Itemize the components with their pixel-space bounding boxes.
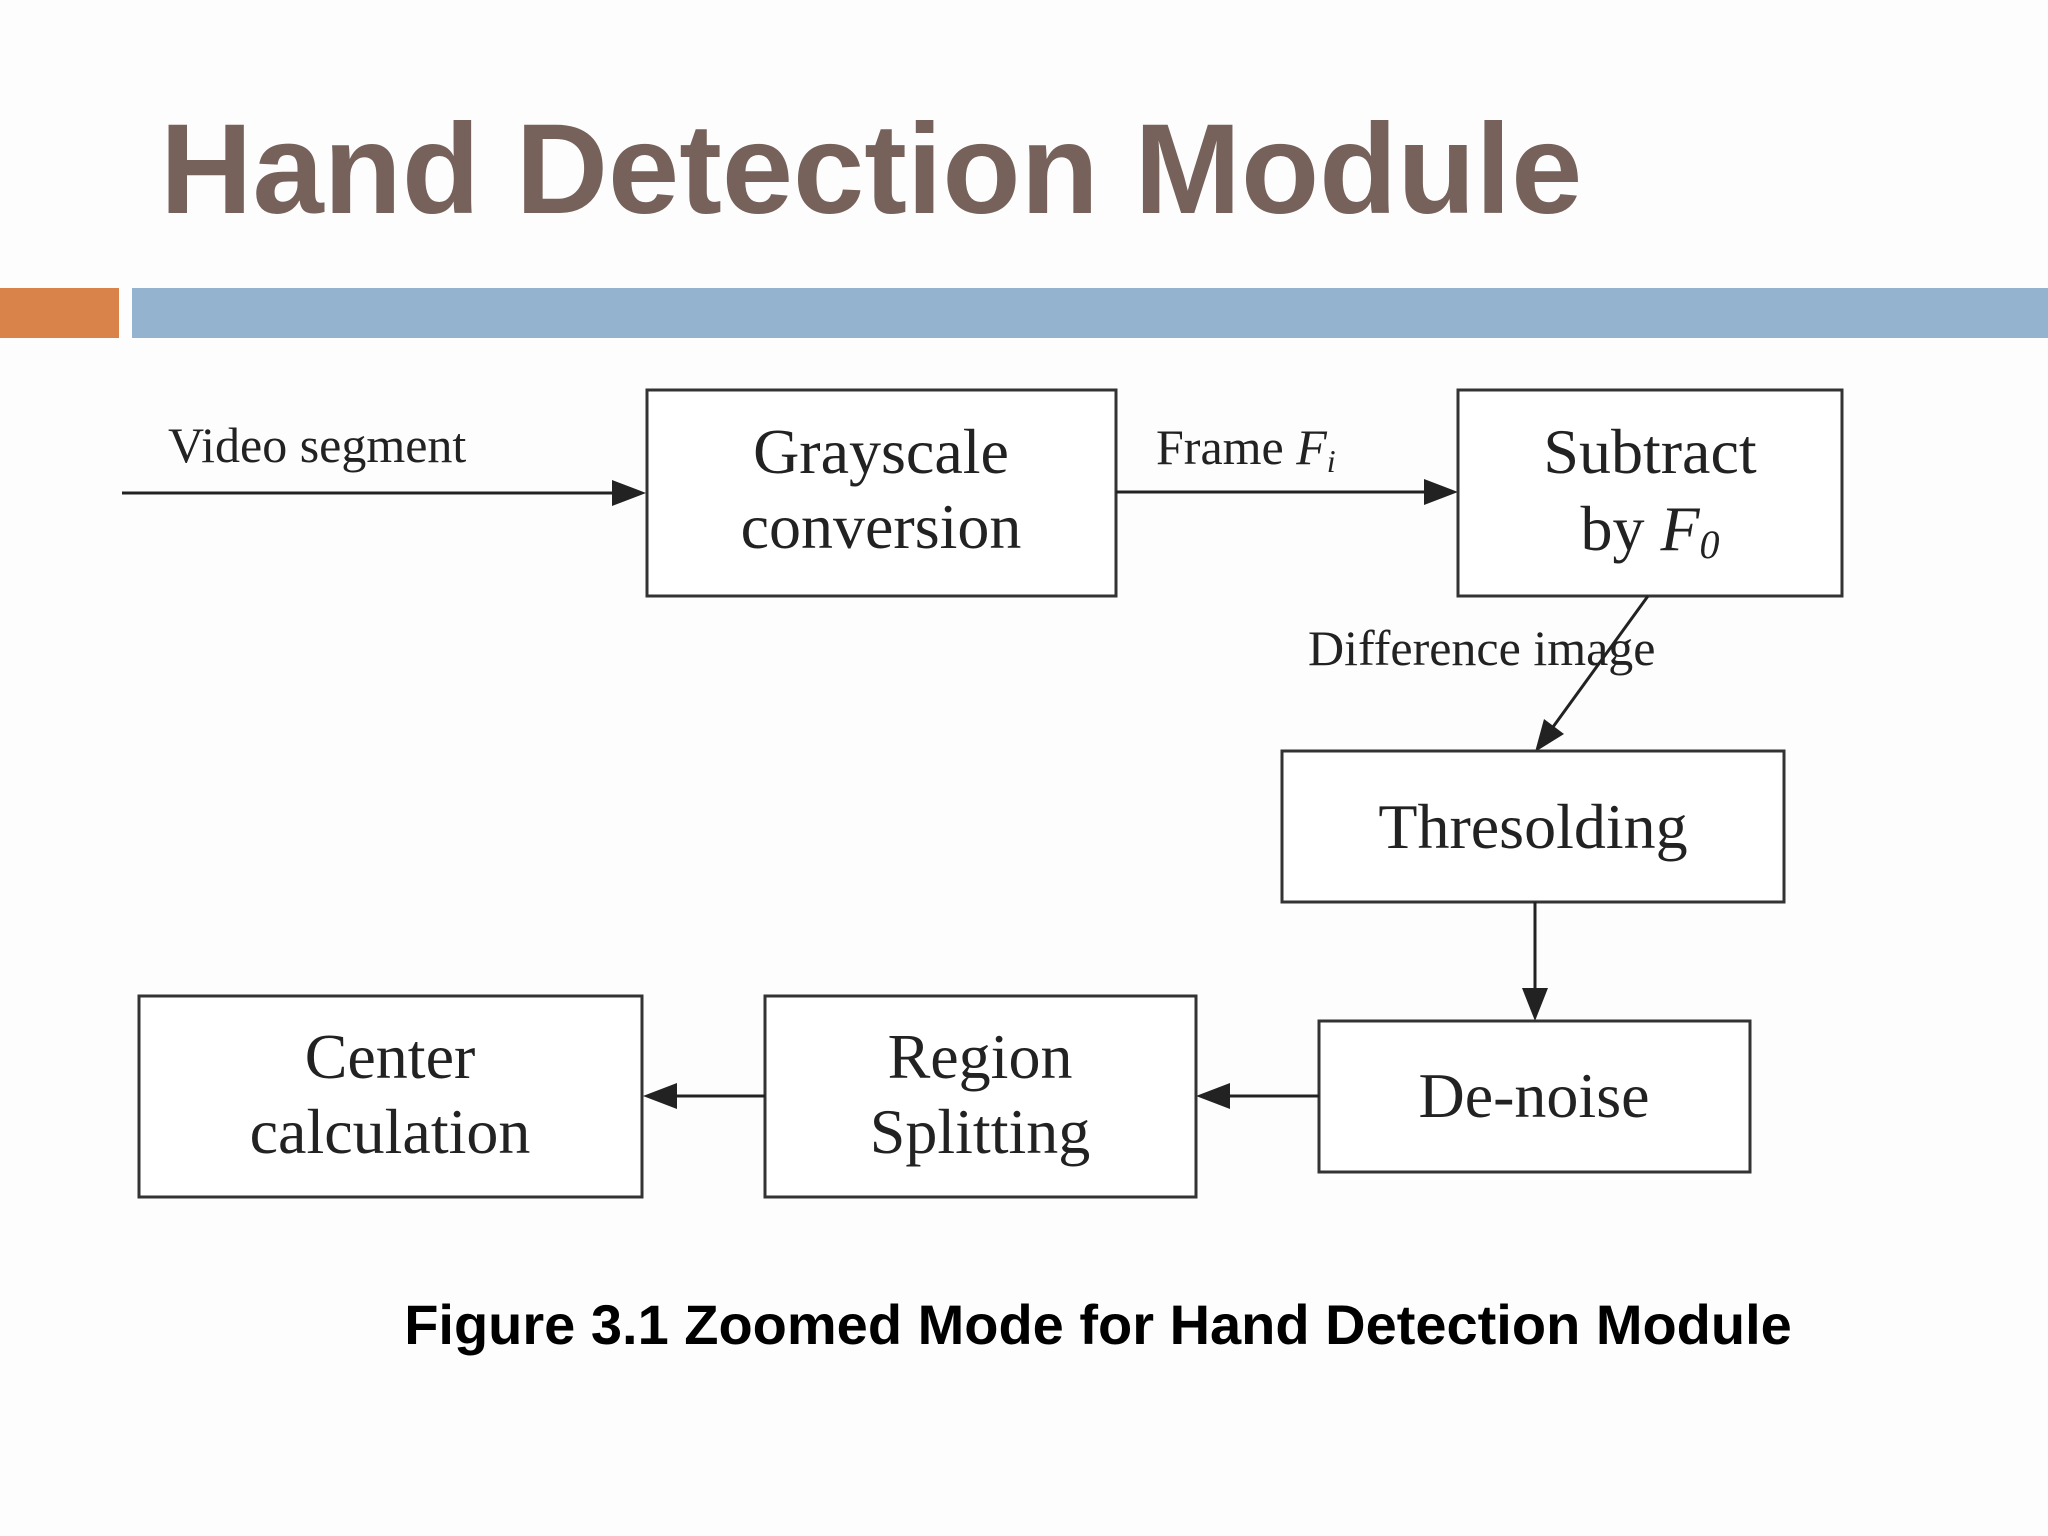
node-label-line2-sub: 0 [1700,522,1720,567]
node-label-line2: calculation [250,1096,531,1167]
node-label-line2: conversion [741,491,1022,562]
node-label-line1: Center [305,1021,476,1092]
edge-frame-fi: Frame Fi [1116,419,1458,505]
node-label-line2: Splitting [870,1096,1091,1167]
accent-bar-blue [132,288,2048,338]
node-label-line1: Grayscale [753,416,1009,487]
edge-label-video-segment: Video segment [168,417,466,473]
node-label-line2: by F0 [1580,493,1719,567]
slide-title: Hand Detection Module [160,98,1583,241]
edge-region-to-center [643,1083,765,1109]
node-label: Thresolding [1378,791,1687,862]
node-label-line2-prefix: by [1580,493,1660,564]
node-grayscale-conversion: Grayscale conversion [645,388,1118,598]
edge-label-frame-var: F [1295,419,1327,475]
edge-denoise-to-region [1196,1083,1319,1109]
node-region-splitting: Region Splitting [763,994,1198,1199]
node-label-line2-var: F [1659,493,1700,564]
edge-label-frame: Frame Fi [1156,419,1336,479]
edge-threshold-to-denoise [1522,902,1548,1021]
edge-label-frame-prefix: Frame [1156,419,1296,475]
node-label-line1: Subtract [1543,416,1757,487]
figure-caption: Figure 3.1 Zoomed Mode for Hand Detectio… [404,1293,1792,1356]
node-label-line1: Region [888,1021,1073,1092]
node-label: De-noise [1418,1060,1649,1131]
node-de-noise: De-noise [1317,1019,1752,1174]
node-subtract-by-f0: Subtract by F0 [1456,388,1844,598]
edge-label-frame-sub: i [1327,443,1336,479]
accent-bar-orange [0,288,119,338]
edge-label-difference-image: Difference image [1308,620,1656,676]
node-thresholding: Thresolding [1280,749,1786,904]
edge-video-segment: Video segment [122,417,646,506]
node-center-calculation: Center calculation [137,994,644,1199]
edge-difference-image: Difference image [1308,595,1656,752]
